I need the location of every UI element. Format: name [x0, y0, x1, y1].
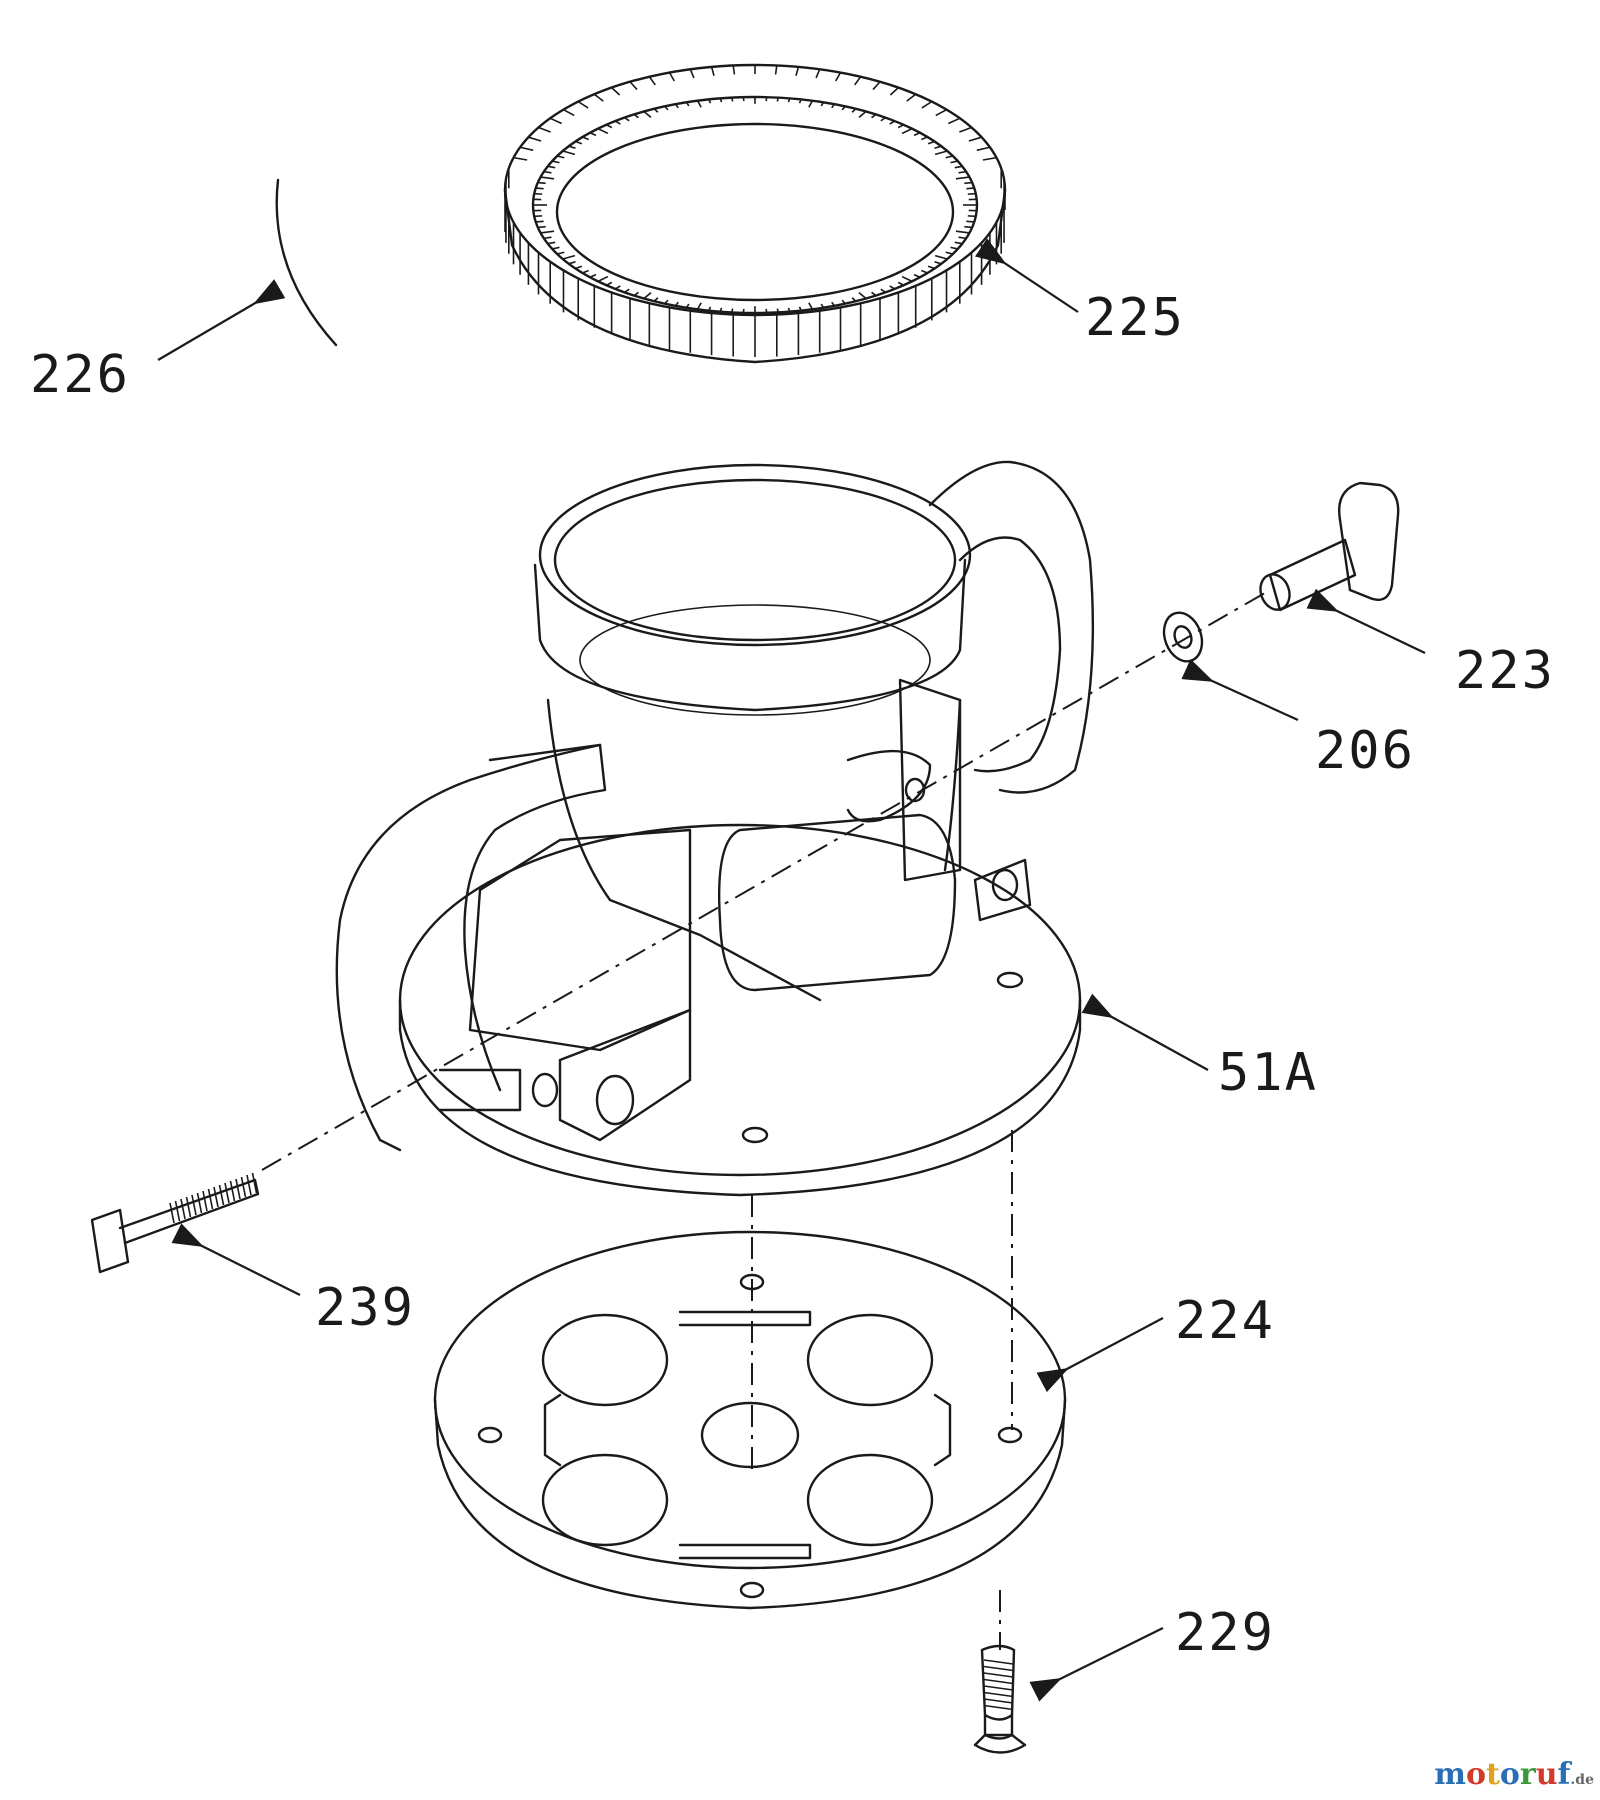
label-226: 226 — [30, 345, 130, 405]
clamp-bolt-239 — [90, 1172, 260, 1274]
watermark-suffix: .de — [1570, 1772, 1594, 1788]
watermark-logo: motoruf.de — [1434, 1757, 1594, 1792]
label-239: 239 — [315, 1278, 415, 1338]
router-base-51A — [335, 460, 1095, 1197]
label-206: 206 — [1315, 721, 1415, 781]
subbase-224 — [433, 1230, 1067, 1610]
label-51A: 51A — [1218, 1043, 1318, 1103]
leader-lines — [157, 238, 1426, 1702]
depth-ring-225 — [503, 63, 1007, 364]
arc-clip-226 — [275, 178, 338, 347]
screw-229 — [973, 1644, 1027, 1754]
label-229: 229 — [1175, 1603, 1275, 1663]
assembly-lines — [261, 589, 1271, 1650]
label-225: 225 — [1085, 288, 1185, 348]
callout-labels: 226 225 223 206 51A 239 224 229 — [30, 288, 1555, 1663]
label-223: 223 — [1455, 641, 1555, 701]
label-224: 224 — [1175, 1291, 1275, 1351]
washer-206 — [1162, 611, 1204, 663]
clamp-knob-223 — [1259, 481, 1400, 612]
